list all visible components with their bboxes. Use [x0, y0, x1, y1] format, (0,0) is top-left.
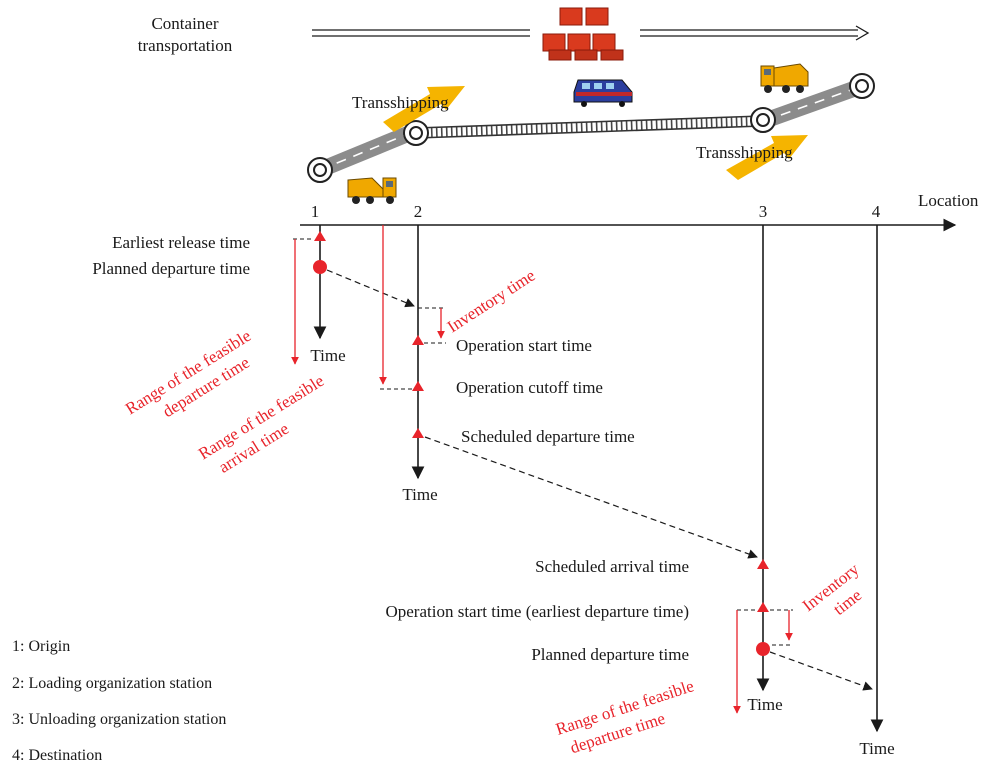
transship-label-left: Transshipping	[352, 93, 449, 112]
op-start-marker-2	[412, 335, 424, 345]
label-op-start-2: Operation start time	[456, 336, 592, 355]
inventory-time-label-3: Inventory time	[799, 559, 865, 619]
planned-departure-marker-1	[313, 260, 327, 274]
node-circle-2	[403, 120, 429, 146]
time-label-4: Time	[859, 739, 894, 758]
sched-arrival-marker-3	[757, 559, 769, 569]
earliest-release-marker	[314, 231, 326, 241]
planned-departure-marker-3	[756, 642, 770, 656]
road-segment-right	[761, 78, 865, 129]
time-label-2: Time	[402, 485, 437, 504]
label-planned-departure-1: Planned departure time	[92, 259, 250, 278]
node-circle-4	[849, 73, 875, 99]
road-segment-left	[316, 123, 419, 178]
node-circle-1	[307, 157, 333, 183]
range-departure-bracket-1	[291, 238, 312, 365]
train-icon	[573, 79, 633, 107]
label-sched-departure-2: Scheduled departure time	[461, 427, 635, 446]
transship-arrow-left-icon	[383, 86, 465, 132]
node-circle-3	[750, 107, 776, 133]
label-op-start-3: Operation start time (earliest departure…	[385, 602, 689, 621]
op-cutoff-marker-2	[412, 381, 424, 391]
node-number-4: 4	[872, 202, 881, 221]
range-departure-label-3: Range of the feasible departure time	[553, 676, 696, 757]
legend-item-origin: 1: Origin	[12, 638, 70, 655]
location-axis-label: Location	[918, 191, 979, 210]
container-transport-label-1: Container	[151, 14, 218, 33]
range-departure-bracket-3	[733, 609, 757, 714]
label-earliest-release: Earliest release time	[112, 233, 250, 252]
container-transport-arrow	[312, 25, 870, 41]
railway-segment	[415, 115, 763, 139]
label-sched-arrival-3: Scheduled arrival time	[535, 557, 689, 576]
label-planned-departure-3: Planned departure time	[531, 645, 689, 664]
container-transport-label-2: transportation	[138, 36, 233, 55]
transfer-arrow-3-4	[769, 651, 873, 691]
dump-truck-icon-left	[347, 177, 397, 204]
legend-item-destination: 4: Destination	[12, 747, 102, 764]
sched-departure-marker-2	[412, 428, 424, 438]
legend-item-unloading: 3: Unloading organization station	[12, 711, 226, 728]
transfer-arrow-2-3	[424, 436, 758, 559]
node-number-1: 1	[311, 202, 320, 221]
transship-label-right: Transshipping	[696, 143, 793, 162]
node-number-2: 2	[414, 202, 423, 221]
range-arrival-bracket	[379, 225, 412, 390]
op-start-marker-3	[757, 602, 769, 612]
inventory-bracket-3	[770, 609, 793, 646]
node-number-3: 3	[759, 202, 768, 221]
legend: 1: Origin 2: Loading organization statio…	[12, 638, 226, 764]
dump-truck-icon-right	[760, 63, 809, 93]
label-op-cutoff-2: Operation cutoff time	[456, 378, 603, 397]
transship-arrow-right-icon	[726, 135, 808, 180]
time-label-3: Time	[747, 695, 782, 714]
container-stack-icon	[542, 7, 624, 61]
inventory-bracket-2	[418, 307, 446, 344]
transfer-arrow-1-2	[326, 269, 415, 308]
legend-item-loading: 2: Loading organization station	[12, 675, 212, 692]
inventory-time-label-2: Inventory time	[444, 266, 539, 337]
time-label-1: Time	[310, 346, 345, 365]
